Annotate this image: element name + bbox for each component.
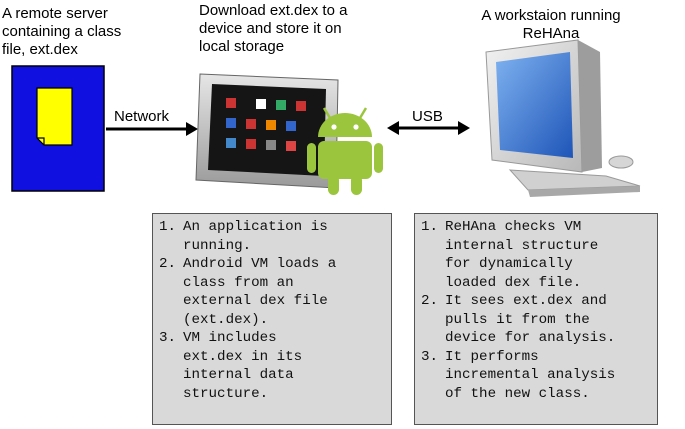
server-icon bbox=[11, 65, 105, 192]
device-step: Android VM loads a class from an externa… bbox=[183, 256, 337, 328]
rehana-step: ReHAna checks VM internal structure for … bbox=[445, 219, 599, 291]
workstation-icon bbox=[485, 39, 641, 197]
rehana-steps-box: ReHAna checks VM internal structure for … bbox=[414, 213, 658, 425]
device-steps-box: An application is running. Android VM lo… bbox=[152, 213, 392, 425]
network-arrow bbox=[106, 122, 198, 136]
rehana-step: It performs incremental analysis of the … bbox=[445, 348, 616, 402]
server-caption: A remote server containing a class file,… bbox=[2, 5, 122, 58]
workstation-caption: A workstaion running ReHAna bbox=[481, 7, 621, 42]
network-label: Network bbox=[114, 108, 170, 125]
device-step: An application is running. bbox=[183, 219, 328, 254]
android-robot-icon bbox=[307, 107, 383, 195]
device-step: VM includes ext.dex in its internal data… bbox=[183, 330, 303, 402]
rehana-step: It sees ext.dex and pulls it from the de… bbox=[445, 293, 616, 346]
device-caption: Download ext.dex to a device and store i… bbox=[199, 2, 348, 55]
tablet-icon bbox=[195, 73, 339, 189]
usb-arrow bbox=[387, 121, 470, 135]
usb-label: USB bbox=[412, 108, 443, 125]
